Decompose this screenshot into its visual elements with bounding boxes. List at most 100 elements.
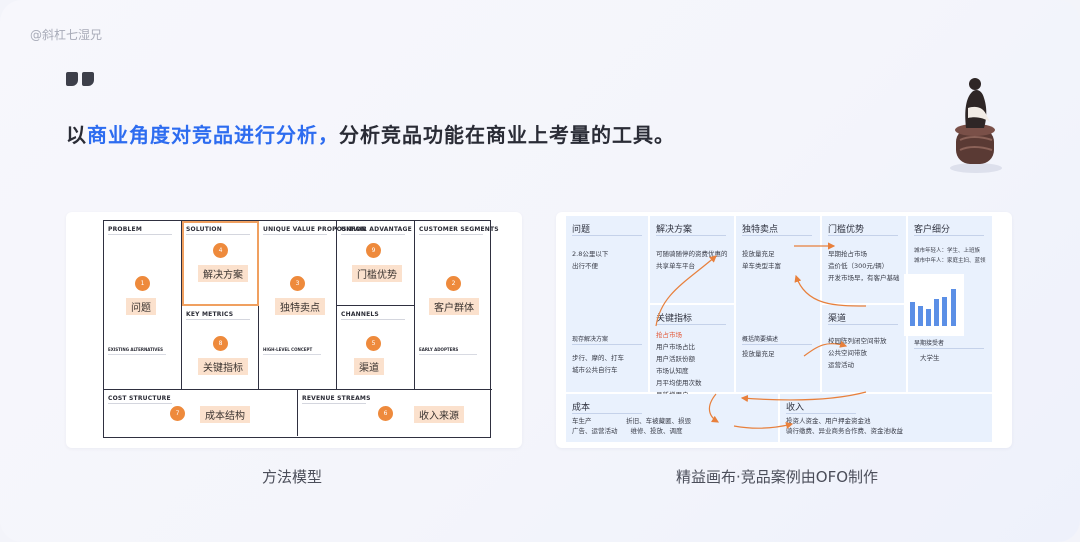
cell-title: KEY METRICS xyxy=(186,311,234,318)
cell-content: 抢占市场 用户市场占比 用户活跃份额 市场认知度 月平均使用次数 月新增用户 xyxy=(656,329,702,401)
headline: 以商业角度对竞品进行分析，分析竞品功能在商业上考量的工具。 xyxy=(66,119,675,148)
content-line: 月平均使用次数 xyxy=(656,379,702,387)
cell-customer-segments: CUSTOMER SEGMENTS 2 客户群体 EARLY ADOPTERS xyxy=(415,221,499,390)
tag-metrics: 关键指标 xyxy=(198,358,248,375)
content-line: 车生产 折旧、车被藏匿、损毁 xyxy=(572,417,692,425)
cell-cost-structure: COST STRUCTURE 7 成本结构 xyxy=(104,390,298,436)
sub-title: 早期接受者 xyxy=(914,340,945,347)
sub-title: 概括简要描述 xyxy=(742,336,779,343)
cell-title: CUSTOMER SEGMENTS xyxy=(419,226,499,233)
sub-content: 投放量充足 xyxy=(742,348,775,360)
cell-title: UNFAIR ADVANTAGE xyxy=(341,226,412,233)
step-badge: 9 xyxy=(366,243,381,258)
headline-suffix: 分析竞品功能在商业上考量的工具。 xyxy=(339,123,675,147)
tag-revenue: 收入来源 xyxy=(414,406,464,423)
cell-content: 车生产 折旧、车被藏匿、损毁 广告、运营活动 维修、投放、调度 xyxy=(572,416,691,436)
cell-channels: CHANNELS 5 渠道 xyxy=(337,306,415,390)
chart-bar xyxy=(926,309,931,326)
lean-canvas-template: PROBLEM 1 问题 EXISTING ALTERNATIVES SOLUT… xyxy=(103,220,499,438)
cell-content: 投放量充足 单车类型丰富 xyxy=(742,248,781,272)
lean-cell-solution: 解决方案 可随骑随停的资费优惠的 共享单车平台 xyxy=(650,216,734,303)
content-line: 单车类型丰富 xyxy=(742,262,781,270)
decorative-figure-icon xyxy=(950,78,1002,173)
lean-cell-metrics: 关键指标 抢占市场 用户市场占比 用户活跃份额 市场认知度 月平均使用次数 月新… xyxy=(650,305,734,399)
headline-prefix: 以 xyxy=(66,123,87,147)
content-line: 运营活动 xyxy=(828,361,854,369)
content-line: 投放量充足 xyxy=(742,250,775,258)
cell-title: 门槛优势 xyxy=(828,225,865,235)
lean-cell-channels: 渠道 校园陈列闭空间带放 公共空间带放 运营活动 xyxy=(822,305,906,392)
headline-highlight: 商业角度对竞品进行分析， xyxy=(87,123,339,147)
step-badge: 8 xyxy=(213,336,228,351)
content-line: 校园陈列闭空间带放 xyxy=(828,337,887,345)
lean-cell-problem: 问题 2.8公里以下 出行不便 现存解决方案 步行、摩的、打车 城市公共自行车 xyxy=(566,216,648,392)
lean-cell-unfair: 门槛优势 早期抢占市场 造价低（300元/辆） 开发市场早，有客户基础 xyxy=(822,216,906,303)
tag-segments: 客户群体 xyxy=(429,298,479,315)
cell-revenue-streams: REVENUE STREAMS 6 收入来源 xyxy=(298,390,492,436)
content-line: 早期抢占市场 xyxy=(828,250,867,258)
content-line: 投放量充足 xyxy=(742,350,775,358)
cell-title: CHANNELS xyxy=(341,311,379,318)
step-badge: 5 xyxy=(366,336,381,351)
author-watermark: @斜杠七湿兄 xyxy=(30,28,103,42)
caption-method-model: 方法模型 xyxy=(262,468,323,486)
cell-title: SOLUTION xyxy=(186,226,222,233)
mini-title: EXISTING ALTERNATIVES xyxy=(108,347,164,352)
cell-title: PROBLEM xyxy=(108,226,142,233)
cell-content: 可随骑随停的资费优惠的 共享单车平台 xyxy=(656,248,728,272)
cell-title: COST STRUCTURE xyxy=(108,395,171,402)
tag-cost: 成本结构 xyxy=(200,406,250,423)
ofo-lean-canvas: 问题 2.8公里以下 出行不便 现存解决方案 步行、摩的、打车 城市公共自行车 … xyxy=(566,216,992,442)
content-line: 广告、运营活动 维修、投放、调度 xyxy=(572,427,683,435)
cell-content: 早期抢占市场 造价低（300元/辆） 开发市场早，有客户基础 xyxy=(828,248,900,284)
cell-title: 渠道 xyxy=(828,314,847,324)
cell-solution: SOLUTION 4 解决方案 xyxy=(182,221,259,306)
content-line: 大学生 xyxy=(920,354,940,362)
sub-content: 步行、摩的、打车 城市公共自行车 xyxy=(572,352,624,376)
cell-title: 客户细分 xyxy=(914,225,951,235)
cell-metrics: KEY METRICS 8 关键指标 xyxy=(182,306,259,390)
lean-cell-revenue: 收入 投资人资金、用户押金资金池 骑行缴费、异业商务合作费、资金池收益 xyxy=(780,394,992,442)
chart-bar xyxy=(934,299,939,326)
cell-title: UNIQUE VALUE PROPOSITION xyxy=(263,226,367,233)
content-line: 城市公共自行车 xyxy=(572,366,618,374)
content-line: 投资人资金、用户押金资金池 xyxy=(786,417,871,425)
step-badge: 1 xyxy=(135,276,150,291)
content-line: 开发市场早，有客户基础 xyxy=(828,274,900,282)
content-line: 公共空间带放 xyxy=(828,349,867,357)
step-badge: 4 xyxy=(213,243,228,258)
step-badge: 6 xyxy=(378,406,393,421)
chart-bar xyxy=(951,289,956,326)
caption-lean-canvas-example: 精益画布·竞品案例由OFO制作 xyxy=(676,468,879,486)
cell-content: 城市年轻人：学生、上班族 城市中年人：家庭主妇、蓝领 xyxy=(914,246,986,266)
content-line: 造价低（300元/辆） xyxy=(828,262,889,270)
method-model-panel: PROBLEM 1 问题 EXISTING ALTERNATIVES SOLUT… xyxy=(66,212,522,448)
cell-title: 关键指标 xyxy=(656,314,693,324)
lean-cell-uvp: 独特卖点 投放量充足 单车类型丰富 概括简要描述 投放量充足 xyxy=(736,216,820,392)
content-line: 可随骑随停的资费优惠的 xyxy=(656,250,728,258)
content-line: 市场认知度 xyxy=(656,367,689,375)
tag-channels: 渠道 xyxy=(354,358,384,375)
content-line: 出行不便 xyxy=(572,262,598,270)
cell-problem: PROBLEM 1 问题 EXISTING ALTERNATIVES xyxy=(104,221,182,390)
content-line: 用户活跃份额 xyxy=(656,355,695,363)
cell-content: 校园陈列闭空间带放 公共空间带放 运营活动 xyxy=(828,335,887,371)
tag-unfair: 门槛优势 xyxy=(352,265,402,282)
chart-bar xyxy=(918,306,923,326)
tag-problem: 问题 xyxy=(126,298,156,315)
tag-solution: 解决方案 xyxy=(198,265,248,282)
cell-title: REVENUE STREAMS xyxy=(302,395,371,402)
mini-title: HIGH-LEVEL CONCEPT xyxy=(263,347,313,352)
cell-uvp: UNIQUE VALUE PROPOSITION 3 独特卖点 HIGH-LEV… xyxy=(259,221,366,390)
cell-title: 问题 xyxy=(572,225,591,235)
cell-unfair-advantage: UNFAIR ADVANTAGE 9 门槛优势 xyxy=(337,221,415,306)
content-line: 城市中年人：家庭主妇、蓝领 xyxy=(914,258,986,264)
content-line: 城市年轻人：学生、上班族 xyxy=(914,248,981,254)
tag-uvp: 独特卖点 xyxy=(275,298,325,315)
cell-title: 独特卖点 xyxy=(742,225,779,235)
chart-bar xyxy=(910,302,915,326)
mini-title: EARLY ADOPTERS xyxy=(419,347,459,352)
cell-content: 2.8公里以下 出行不便 xyxy=(572,248,608,272)
step-badge: 2 xyxy=(446,276,461,291)
